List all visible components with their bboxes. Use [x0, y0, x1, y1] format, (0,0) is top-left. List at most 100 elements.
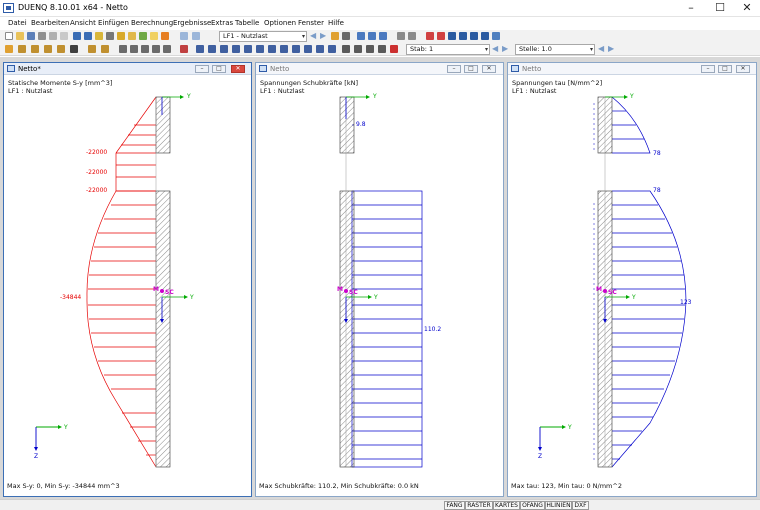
- stress-icon[interactable]: [368, 32, 376, 40]
- properties-icon[interactable]: [60, 32, 68, 40]
- view-8-icon[interactable]: [280, 45, 288, 53]
- panel-close-button[interactable]: ✕: [231, 65, 245, 73]
- next-location-icon[interactable]: ▶: [608, 44, 615, 53]
- triangle-icon[interactable]: [448, 32, 456, 40]
- view-12-icon[interactable]: [328, 45, 336, 53]
- panel-shear-force[interactable]: Netto – □ ✕ Spannungen Schubkräfte [kN] …: [255, 62, 504, 497]
- open-folder-icon[interactable]: [16, 32, 24, 40]
- view-7-icon[interactable]: [268, 45, 276, 53]
- location-select[interactable]: Stelle: 1.0 ▾: [515, 44, 595, 55]
- display-icon[interactable]: [397, 32, 405, 40]
- menu-tabelle[interactable]: Tabelle: [235, 19, 260, 27]
- status-hlinien[interactable]: HLINIEN: [545, 501, 572, 510]
- diagram-icon[interactable]: [357, 32, 365, 40]
- show-results-icon[interactable]: [331, 32, 339, 40]
- menu-ansicht[interactable]: Ansicht: [70, 19, 96, 27]
- gauge-icon[interactable]: [470, 32, 478, 40]
- panel-restore-button[interactable]: □: [718, 65, 732, 73]
- menu-datei[interactable]: Datei: [8, 19, 27, 27]
- view-3-icon[interactable]: [220, 45, 228, 53]
- menu-bearbeiten[interactable]: Bearbeiten: [31, 19, 70, 27]
- minimize-button[interactable]: –: [688, 1, 694, 14]
- delete-icon[interactable]: [180, 45, 188, 53]
- print-icon[interactable]: [38, 32, 46, 40]
- view-11-icon[interactable]: [316, 45, 324, 53]
- status-kartes[interactable]: KARTES: [493, 501, 520, 510]
- view-9-icon[interactable]: [292, 45, 300, 53]
- panel-restore-button[interactable]: □: [212, 65, 226, 73]
- view-5-icon[interactable]: [244, 45, 252, 53]
- settings-icon[interactable]: [408, 32, 416, 40]
- panel-titlebar[interactable]: Netto – □ ✕: [508, 63, 756, 75]
- menu-optionen[interactable]: Optionen: [264, 19, 297, 27]
- measure-icon[interactable]: [106, 32, 114, 40]
- new-file-icon[interactable]: [5, 32, 13, 40]
- next-loadcase-icon[interactable]: ▶: [320, 31, 327, 40]
- calculate-icon[interactable]: [139, 32, 147, 40]
- results-values-icon[interactable]: [342, 32, 350, 40]
- select-icon[interactable]: [5, 45, 13, 53]
- target-icon[interactable]: [481, 32, 489, 40]
- circle-icon[interactable]: [437, 32, 445, 40]
- zoom-icon[interactable]: [128, 32, 136, 40]
- mirror-icon[interactable]: [163, 45, 171, 53]
- section-icon[interactable]: [379, 32, 387, 40]
- menu-einfuegen[interactable]: Einfügen: [98, 19, 129, 27]
- print-preview-icon[interactable]: [49, 32, 57, 40]
- prev-loadcase-icon[interactable]: ◀: [310, 31, 317, 40]
- export-icon[interactable]: [492, 32, 500, 40]
- prev-member-icon[interactable]: ◀: [492, 44, 499, 53]
- snap-icon[interactable]: [130, 45, 138, 53]
- view-1-icon[interactable]: [196, 45, 204, 53]
- model-icon[interactable]: [426, 32, 434, 40]
- point-icon[interactable]: [101, 45, 109, 53]
- undo-icon[interactable]: [73, 32, 81, 40]
- text-icon[interactable]: [70, 45, 78, 53]
- view-10-icon[interactable]: [304, 45, 312, 53]
- line-icon[interactable]: [31, 45, 39, 53]
- bracket-icon[interactable]: [378, 45, 386, 53]
- panel-close-button[interactable]: ✕: [736, 65, 750, 73]
- panel-titlebar[interactable]: Netto* – □ ✕: [4, 63, 251, 75]
- menu-ergebnisse[interactable]: Ergebnisse: [173, 19, 212, 27]
- maximize-button[interactable]: ☐: [715, 1, 725, 14]
- panel-static-moment[interactable]: Netto* – □ ✕ Statische Momente S-y [mm^3…: [3, 62, 252, 497]
- node-icon[interactable]: [18, 45, 26, 53]
- table-icon[interactable]: [180, 32, 188, 40]
- window-icon[interactable]: [192, 32, 200, 40]
- save-icon[interactable]: [27, 32, 35, 40]
- results-icon[interactable]: [150, 32, 158, 40]
- pan-icon[interactable]: [95, 32, 103, 40]
- panel-minimize-button[interactable]: –: [195, 65, 209, 73]
- status-dxf[interactable]: DXF: [572, 501, 589, 510]
- eye-icon[interactable]: [354, 45, 362, 53]
- rotate-icon[interactable]: [152, 45, 160, 53]
- panel-minimize-button[interactable]: –: [701, 65, 715, 73]
- view-6-icon[interactable]: [256, 45, 264, 53]
- view-4-icon[interactable]: [232, 45, 240, 53]
- layers-icon[interactable]: [366, 45, 374, 53]
- panel-titlebar[interactable]: Netto – □ ✕: [256, 63, 503, 75]
- panel-shear-stress[interactable]: Netto – □ ✕ Spannungen tau [N/mm^2] LF1 …: [507, 62, 757, 497]
- cross-icon[interactable]: [459, 32, 467, 40]
- panel-restore-button[interactable]: □: [464, 65, 478, 73]
- menu-berechnung[interactable]: Berechnung: [131, 19, 174, 27]
- dimension-icon[interactable]: [88, 45, 96, 53]
- status-fang[interactable]: FANG: [444, 501, 465, 510]
- element-icon[interactable]: [44, 45, 52, 53]
- close-window-button[interactable]: ✕: [742, 1, 752, 14]
- prev-location-icon[interactable]: ◀: [598, 44, 605, 53]
- grid-icon[interactable]: [119, 45, 127, 53]
- status-ofang[interactable]: OFANG: [520, 501, 545, 510]
- next-member-icon[interactable]: ▶: [502, 44, 509, 53]
- menu-hilfe[interactable]: Hilfe: [328, 19, 344, 27]
- hatch-icon[interactable]: [57, 45, 65, 53]
- member-select[interactable]: Stab: 1 ▾: [406, 44, 490, 55]
- move-icon[interactable]: [141, 45, 149, 53]
- warning-icon[interactable]: [161, 32, 169, 40]
- menu-extras[interactable]: Extras: [211, 19, 234, 27]
- view-2-icon[interactable]: [208, 45, 216, 53]
- pencil-icon[interactable]: [342, 45, 350, 53]
- status-raster[interactable]: RASTER: [465, 501, 493, 510]
- panel-minimize-button[interactable]: –: [447, 65, 461, 73]
